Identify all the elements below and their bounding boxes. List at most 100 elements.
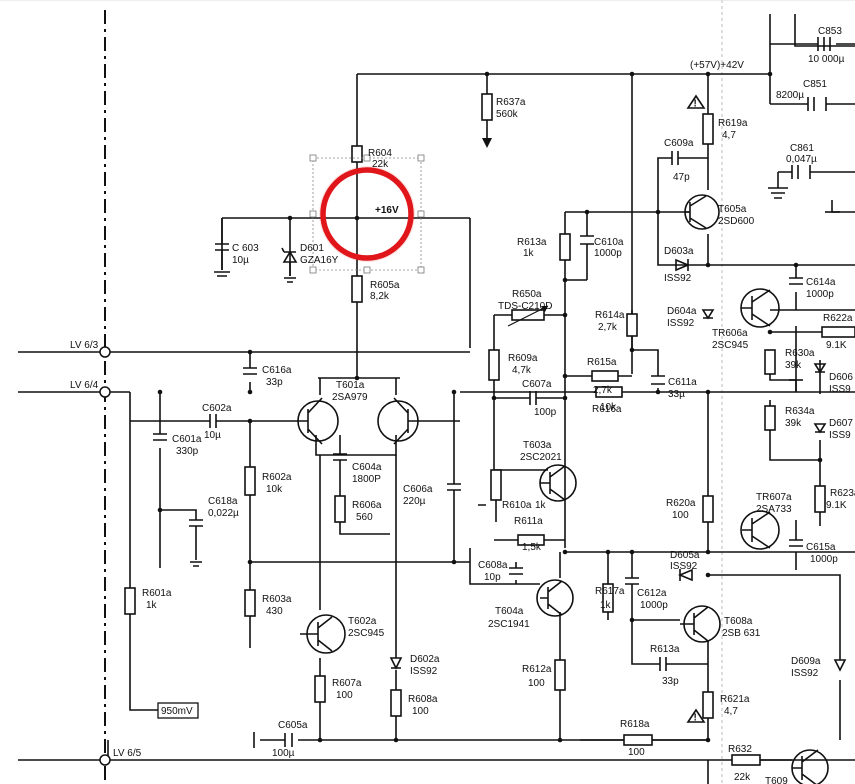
c611-value: 33µ: [668, 389, 685, 400]
resize-handle-t[interactable]: [363, 154, 371, 162]
d602-value: ISS92: [410, 666, 438, 677]
d605-value: ISS92: [670, 561, 698, 572]
grounds: [190, 187, 840, 748]
r612-body: [554, 659, 566, 691]
r601-value: 1k: [146, 600, 158, 611]
r605-name: R605a: [370, 280, 400, 291]
r617-body: [602, 583, 614, 613]
c604-value: 1800P: [352, 474, 381, 485]
c616-value: 33p: [266, 377, 283, 388]
c604-name: C604a: [352, 462, 382, 473]
r607-body: [314, 675, 326, 703]
capacitors: [153, 37, 831, 747]
c853-name: C853: [818, 26, 842, 37]
c607-name: C607a: [522, 379, 552, 390]
resize-handle-l[interactable]: [309, 210, 317, 218]
r604-value: 22k: [372, 159, 389, 170]
r602-value: 10k: [266, 484, 283, 495]
r617-value: 1k: [600, 600, 612, 611]
r609-name: R609a: [508, 353, 538, 364]
t604-name: T604a: [495, 606, 524, 617]
connector-lv64: [99, 386, 111, 398]
r615-name: R615a: [587, 357, 617, 368]
r610-name: R610a: [502, 500, 532, 511]
r618-name: R618a: [620, 719, 650, 730]
resize-handle-r[interactable]: [417, 210, 425, 218]
connector-lv65: [99, 754, 111, 766]
c601-value: 330p: [176, 446, 199, 457]
t601-name: T601a: [336, 380, 365, 391]
r632-name: R632: [728, 744, 752, 755]
r622-name: R622a: [823, 313, 853, 324]
resize-handle-tl[interactable]: [309, 154, 317, 162]
r607-name: R607a: [332, 678, 362, 689]
resize-handle-b[interactable]: [363, 266, 371, 274]
r623-body: [814, 485, 826, 513]
c606-name: C606a: [403, 484, 433, 495]
d609-name: D609a: [791, 656, 821, 667]
d607-value: ISS9: [829, 430, 851, 441]
r611-value: 1,5k: [522, 542, 542, 553]
connector-label-lv63: LV 6/3: [70, 340, 99, 351]
r603-body: [244, 589, 256, 617]
c601-name: C601a: [172, 434, 202, 445]
r616-body: [595, 386, 623, 398]
r634-body: [764, 405, 776, 431]
r621-value: 4,7: [724, 706, 738, 717]
t608-name: T608a: [724, 616, 753, 627]
r621-body: [702, 691, 714, 719]
connector-lv63: [99, 346, 111, 358]
resize-handle-bl[interactable]: [309, 266, 317, 274]
r613-value: 1k: [523, 248, 535, 259]
d601-value: GZA16Y: [300, 255, 339, 266]
d606-value: ISS9: [829, 384, 851, 395]
diodes: [281, 247, 847, 672]
r630-value: 39k: [785, 360, 802, 371]
t604-value: 2SC1941: [488, 619, 530, 630]
c603-name: C 603: [232, 243, 259, 254]
c615-value: 1000p: [810, 554, 838, 565]
r613b-name: R613a: [650, 644, 680, 655]
resize-handle-tr[interactable]: [417, 154, 425, 162]
c612-name: C612a: [637, 588, 667, 599]
c618-name: C618a: [208, 496, 238, 507]
r616-value: 10k: [600, 402, 617, 413]
r618-body: [623, 734, 653, 746]
t602-value: 2SC945: [348, 628, 385, 639]
r634-name: R634a: [785, 406, 815, 417]
r609-body: [488, 349, 500, 381]
c861-name: C861: [790, 143, 814, 154]
c614-value: 1000p: [806, 289, 834, 300]
connector-label-lv65: LV 6/5: [113, 748, 142, 759]
r615-value: 2,7k: [593, 385, 613, 396]
tr607-name: TR607a: [756, 492, 792, 503]
r601-body: [124, 587, 136, 615]
rail-label: (+57V)+42V: [690, 60, 744, 71]
d602-name: D602a: [410, 654, 440, 665]
r605-body: [351, 275, 363, 303]
r615-body: [591, 370, 619, 382]
selection-box[interactable]: [309, 154, 425, 274]
r620-name: R620a: [666, 498, 696, 509]
tr607-value: 2SA733: [756, 504, 792, 515]
connector-nodes: [99, 346, 111, 766]
c608-value: 10p: [484, 572, 501, 583]
r637-body: [481, 93, 493, 121]
r603-value: 430: [266, 606, 283, 617]
r604-name: R604: [368, 148, 392, 159]
c609-value: 47p: [673, 172, 690, 183]
c602-name: C602a: [202, 403, 232, 414]
node-label-16v: +16V: [375, 205, 399, 216]
r614-name: R614a: [595, 310, 625, 321]
r605-value: 8,2k: [370, 291, 390, 302]
t605-name: T605a: [718, 204, 747, 215]
c610-value: 1000p: [594, 248, 622, 259]
r612-value: 100: [528, 678, 545, 689]
c618-value: 0,022µ: [208, 508, 239, 519]
r611-name: R611a: [514, 516, 543, 527]
c611-name: C611a: [668, 377, 697, 388]
r650-name: R650a: [512, 289, 542, 300]
d604-name: D604a: [667, 306, 697, 317]
resize-handle-br[interactable]: [417, 266, 425, 274]
